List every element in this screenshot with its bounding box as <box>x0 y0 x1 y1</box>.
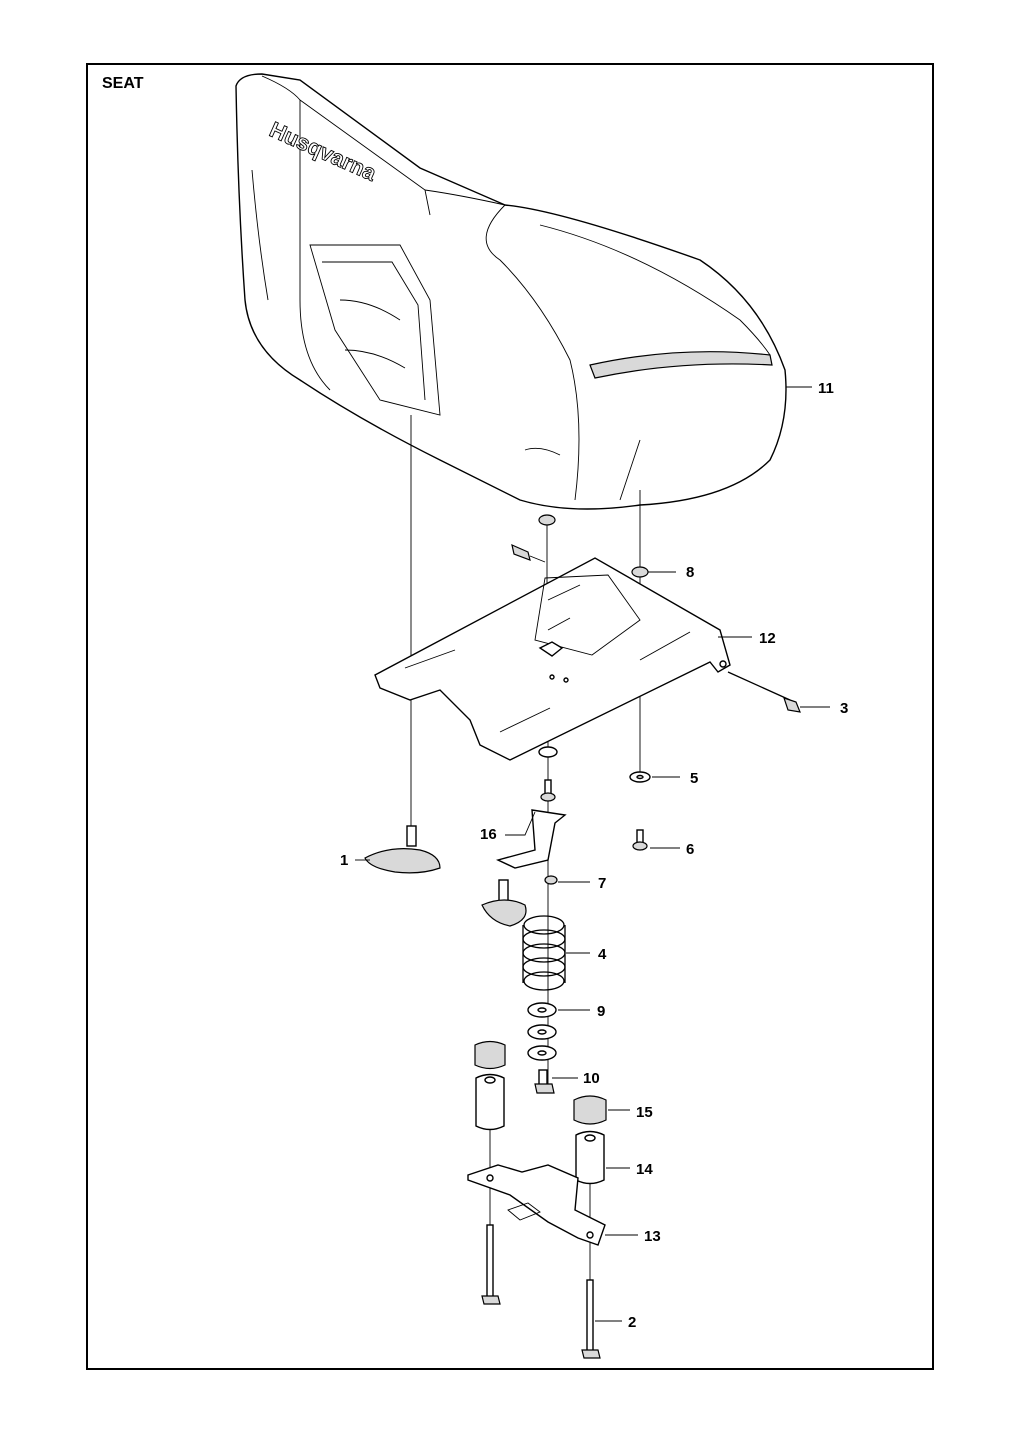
callout-8: 8 <box>686 564 694 581</box>
callout-9: 9 <box>597 1003 605 1020</box>
callout-14: 14 <box>636 1161 653 1178</box>
callout-10: 10 <box>583 1070 600 1087</box>
side-bolt <box>727 671 801 713</box>
bumper-sleeve-right <box>575 1130 605 1185</box>
callout-labels: 1 2 3 4 5 6 7 8 9 10 11 12 13 14 15 16 <box>340 380 848 1331</box>
compression-spring <box>522 915 566 991</box>
callout-15: 15 <box>636 1104 653 1121</box>
callout-11: 11 <box>818 380 834 397</box>
callout-2: 2 <box>628 1314 636 1331</box>
callout-7: 7 <box>598 875 606 892</box>
callout-12: 12 <box>759 630 776 647</box>
center-washer-top <box>538 746 558 802</box>
star-knob-center <box>481 879 527 927</box>
leader-lines <box>355 386 830 1322</box>
callout-3: 3 <box>840 700 848 717</box>
bumper-cap-left <box>474 1040 506 1070</box>
base-bracket <box>467 1164 606 1246</box>
spacer-nuts-top <box>511 514 649 578</box>
bumper-cap-right <box>573 1095 607 1125</box>
angle-bracket <box>495 809 567 869</box>
callout-13: 13 <box>644 1228 661 1245</box>
small-bolt-7 <box>544 875 558 885</box>
callout-1: 1 <box>340 852 348 869</box>
star-knob-left <box>364 825 441 874</box>
diagram-title: SEAT <box>102 75 144 92</box>
long-bolt-right <box>581 1279 601 1359</box>
callout-16: 16 <box>480 826 497 843</box>
bumper-sleeve-left <box>475 1073 505 1131</box>
long-bolt-left <box>481 1224 501 1305</box>
callout-4: 4 <box>598 946 607 963</box>
washer-and-bolt-right <box>629 771 651 851</box>
seat-mounting-plate <box>374 557 731 761</box>
center-bolt <box>534 1069 555 1094</box>
washer-stack <box>527 1002 557 1061</box>
seat-cushion: Husqvarna <box>235 73 787 510</box>
callout-6: 6 <box>686 841 694 858</box>
callout-5: 5 <box>690 770 698 787</box>
diagram-frame <box>86 63 934 1370</box>
